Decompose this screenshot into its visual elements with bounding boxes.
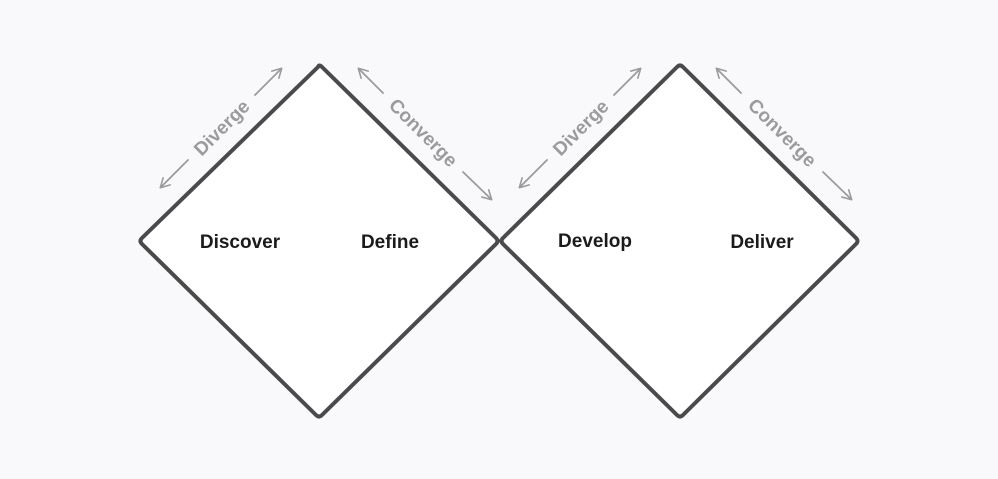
diverge-arrow-left-tail [159, 159, 189, 189]
phase-label-define: Define [361, 232, 419, 253]
phase-label-deliver: Deliver [730, 232, 794, 253]
phase-label-discover: Discover [200, 232, 281, 253]
phase-label-develop: Develop [558, 231, 632, 252]
converge-arrow-right-head [822, 171, 853, 201]
converge-arrow-left-tail [357, 67, 384, 94]
diverge-arrow-right-head [613, 67, 642, 96]
converge-arrow-left-head [462, 171, 493, 201]
diverge-arrow-right-tail [518, 159, 548, 189]
diverge-arrow-left-head [254, 67, 283, 96]
diamond-right: Develop Deliver [499, 63, 860, 419]
converge-arrow-right-tail [715, 67, 742, 94]
diamond-left: Discover Define [138, 63, 500, 419]
